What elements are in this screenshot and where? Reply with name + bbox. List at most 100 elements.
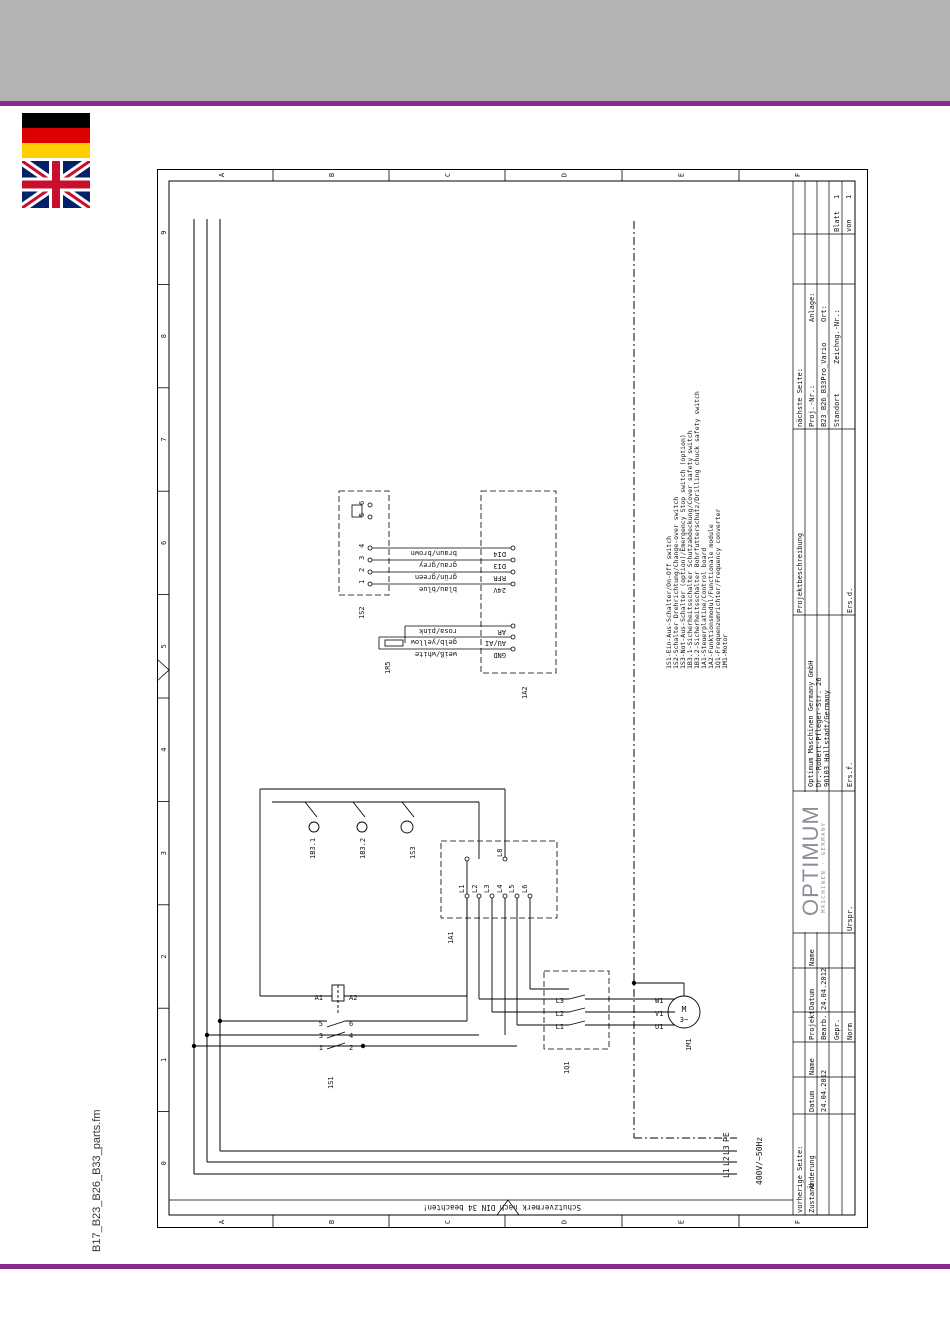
b31-label: 1B3.1	[309, 838, 317, 859]
von-label: von	[845, 219, 853, 232]
company-name: Optimum Maschinen Germany GmbH	[807, 661, 815, 787]
a1-terminal-l8: L8	[496, 849, 504, 857]
s2-terminal-6: 6	[358, 501, 366, 505]
grid-row-label-top: C	[444, 173, 452, 177]
wire-white: weiß/white	[415, 650, 457, 658]
grid-column-label: 6	[160, 541, 168, 545]
row-gepr: Gepr.	[833, 1019, 841, 1040]
q1-output-u1: U1	[655, 1023, 663, 1031]
a2-terminal-di3: DI3	[493, 562, 506, 570]
a1-terminal-l3: L3	[483, 885, 491, 893]
drawing-number-label: Zeichng.-Nr.:	[833, 309, 841, 364]
legend-line: 1M1-Motor	[721, 634, 729, 669]
legend-line: 1A2-Funktionsmodul/Functionale module	[707, 524, 715, 669]
germany-flag	[22, 113, 90, 158]
grid-column-label: 3	[160, 851, 168, 855]
wire-pink: rosa/pink	[418, 627, 457, 635]
q1-input-l3: L3	[556, 997, 564, 1005]
anlage-label: Anlage:	[808, 292, 816, 322]
grid-row-label-top: A	[218, 172, 226, 177]
legend-line: 1Q1-Frequenzumrichter/Frequency converte…	[714, 508, 722, 669]
table-head-zustand: Zustand	[808, 1183, 816, 1213]
table-head-datum-2: Datum	[808, 989, 816, 1010]
supply-line-l1: L1	[722, 1168, 731, 1178]
grid-column-label: 2	[160, 954, 168, 958]
supply-line-l2: L2	[722, 1156, 731, 1166]
table-head-name-2: Name	[808, 949, 816, 966]
company-street: Dr.-Robert-Pfleger-Str. 26	[815, 677, 823, 787]
table-head-aenderung: Änderung	[807, 1155, 816, 1189]
standort-label: Standort	[833, 393, 841, 427]
header-band	[0, 0, 950, 101]
q1-label: 1Q1	[563, 1061, 571, 1074]
a2-terminal-di4: DI4	[493, 550, 506, 558]
s1-terminal-6: 6	[349, 1020, 353, 1028]
grid-column-label: 5	[160, 644, 168, 648]
date-change: 24.04.2012	[820, 1070, 828, 1112]
motor-phases: 3~	[680, 1016, 688, 1024]
legend-line: 1S1-Ein-Aus-Schalter/On-Off switch	[665, 536, 673, 669]
ers-f-label: Ers.f.	[846, 762, 854, 787]
a2-terminal-au-ai: AU/AI	[485, 639, 506, 647]
legend-line: 1B3.2-Sicherheitsschalter Bohrfutterschu…	[693, 391, 701, 669]
grid-row-label-bottom: A	[218, 1219, 226, 1224]
grid-row-label-bottom: E	[678, 1220, 686, 1224]
grid-row-label-bottom: B	[328, 1220, 336, 1224]
a2-terminal-rfr: RFR	[493, 574, 506, 582]
a2-label: 1A2	[521, 686, 529, 699]
project-description-label: Projektbeschreibung	[796, 533, 804, 613]
q1-input-l1: L1	[556, 1023, 564, 1031]
grid-row-label-bottom: C	[444, 1220, 452, 1224]
m1-label: 1M1	[685, 1038, 693, 1051]
grid-column-label: 7	[160, 437, 168, 441]
s1-label: 1S1	[327, 1076, 335, 1089]
wire-green: grün/green	[415, 573, 457, 581]
b32-label: 1B3.2	[359, 838, 367, 859]
next-page-label: nächste Seite:	[796, 368, 804, 427]
s1-terminal-a1: A1	[315, 994, 323, 1002]
q1-output-w1: W1	[655, 997, 663, 1005]
a2-terminal-24v: 24V	[493, 586, 506, 594]
prev-page-label: vorherige Seite:	[796, 1146, 804, 1213]
grid-column-label: 0	[160, 1161, 168, 1165]
brand-logo: OPTIMUM	[798, 805, 823, 916]
s2-terminal-5: 5	[358, 513, 366, 517]
project-number-label: Proj.-Nr.:	[808, 385, 816, 427]
footer-rule	[0, 1264, 950, 1269]
s1-terminal-1: 1	[319, 1044, 323, 1052]
brand-subline: MASCHINEN · GERMANY	[821, 822, 827, 913]
grid-column-label: 4	[160, 748, 168, 752]
a1-terminal-l1: L1	[458, 885, 466, 893]
s1-terminal-2: 2	[349, 1044, 353, 1052]
q1-input-l2: L2	[556, 1010, 564, 1018]
row-bearb: Bearb.	[820, 1015, 828, 1040]
side-caption: B17_B23_B26_B33_parts.fm	[91, 1109, 103, 1253]
s2-terminal-1: 1	[358, 580, 366, 584]
a1-terminal-l5: L5	[508, 885, 516, 893]
s2-label: 1S2	[358, 606, 366, 619]
grid-row-label-top: E	[678, 173, 686, 177]
a1-label: 1A1	[447, 931, 455, 944]
s1-terminal-4: 4	[349, 1032, 353, 1040]
supply-voltage: 400V/~50Hz	[755, 1137, 764, 1185]
date-bearb: 24.04.2012	[820, 968, 828, 1010]
wire-blue: blau/blue	[419, 585, 457, 593]
supply-line-pe: PE	[722, 1132, 731, 1142]
blatt-value: 1	[833, 195, 841, 199]
s1-terminal-5: 5	[319, 1020, 323, 1028]
row-norm: Norm	[846, 1023, 854, 1040]
company-city: 96103 Hallstadt/Germany	[823, 690, 831, 787]
s1-terminal-a2: A2	[349, 994, 357, 1002]
grid-row-label-bottom: F	[794, 1220, 802, 1224]
a1-terminal-l6: L6	[521, 885, 529, 893]
table-head-projekt: Projekt	[808, 1010, 816, 1040]
table-head-name: Name	[808, 1058, 816, 1075]
legend-line: 1S3-Not-Aus-Schalter (option)/Emergency …	[679, 434, 687, 669]
wire-grey: grau/grey	[419, 561, 457, 569]
project-number: B23_B26_B33Pro_Vario	[820, 343, 828, 427]
header-rule	[0, 101, 950, 106]
grid-row-label-top: B	[328, 173, 336, 177]
von-value: 1	[845, 195, 853, 199]
legend-line: 1A1-Steuerplatine/Control board	[700, 548, 708, 669]
ers-d-label: Ers.d.	[846, 588, 854, 613]
